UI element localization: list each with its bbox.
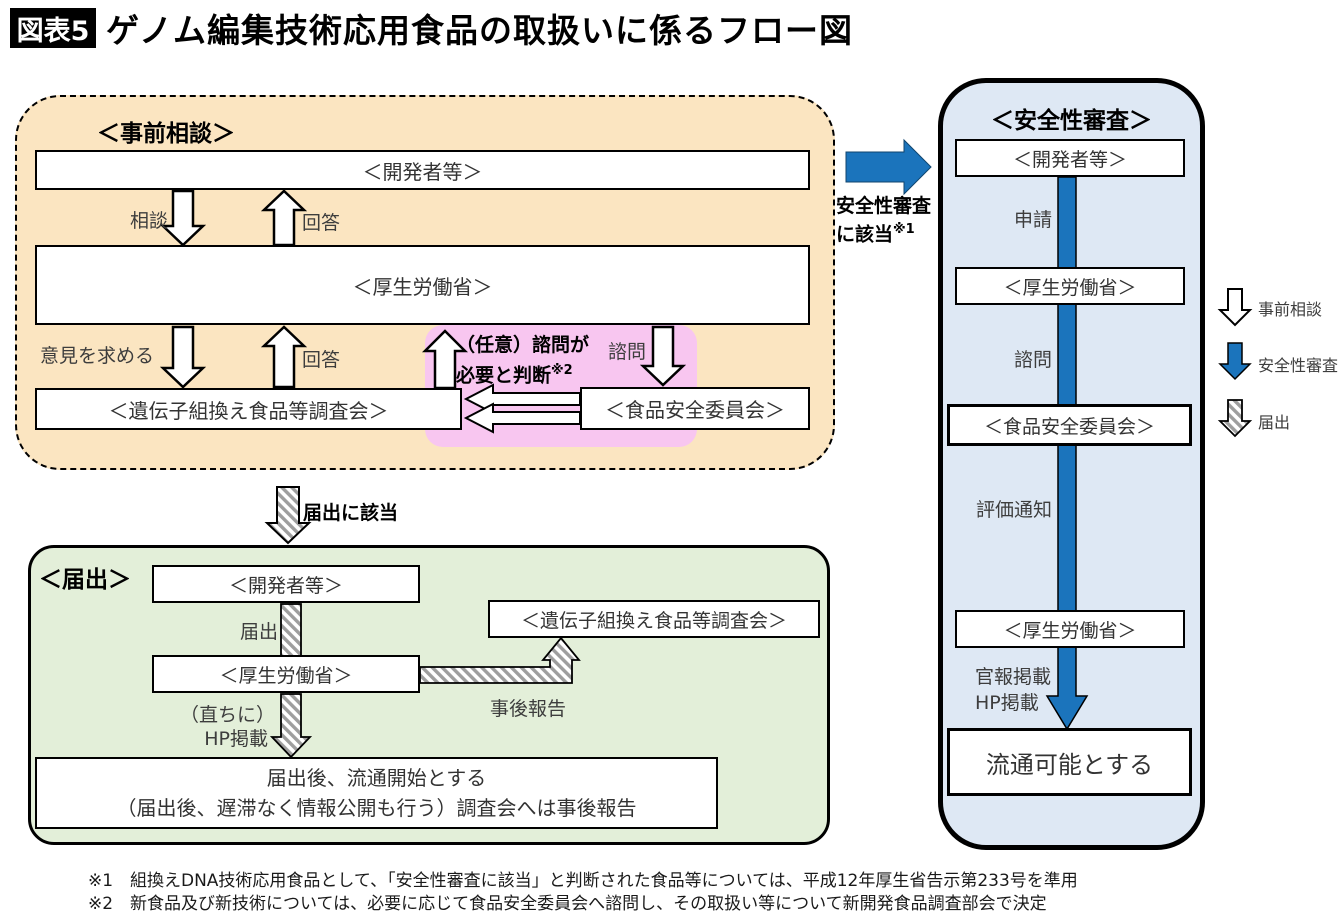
consult-down-arrow <box>159 189 207 247</box>
legend-blue-arrow-icon <box>1218 342 1252 381</box>
to-safety-right-arrow <box>845 138 932 196</box>
footnote-1: ※1 組換えDNA技術応用食品として、「安全性審査に該当」と判断された食品等につい… <box>88 866 1078 891</box>
label-gazette: 官報掲載 <box>975 666 1052 688</box>
footnote-ref-1: ※1 <box>893 222 915 237</box>
label-apply: 申請 <box>1013 209 1052 231</box>
pre-consult-council-box: ＜遺伝子組換え食品等調査会＞ <box>35 388 462 430</box>
label-eval-notice: 評価通知 <box>975 499 1052 521</box>
label-safety-shimon: 諮問 <box>1013 349 1052 371</box>
label-hp-post: HP掲載 <box>204 728 268 750</box>
header: 図表5 ゲノム編集技術応用食品の取扱いに係るフロー図 <box>0 0 1340 56</box>
page-title: ゲノム編集技術応用食品の取扱いに係るフロー図 <box>106 11 854 50</box>
legend-label-pre-consult: 事前相談 <box>1258 300 1323 319</box>
optional-line-1: （任意）諮問が <box>456 334 590 356</box>
footnote-ref-2: ※2 <box>551 363 573 378</box>
safety-flow-bar <box>1045 176 1089 731</box>
fsc-left-arrow-2 <box>463 402 581 434</box>
reply-up-arrow-2 <box>260 325 308 389</box>
shimon-down-arrow <box>639 325 687 387</box>
safety-result-box: 流通可能とする <box>947 728 1192 796</box>
legend-label-safety: 安全性審査 <box>1258 356 1339 375</box>
label-shimon: 諮問 <box>608 341 647 363</box>
label-reply-1: 回答 <box>302 212 341 234</box>
safety-developers-box: ＜開発者等＞ <box>955 139 1185 177</box>
notify-down-arrow-2 <box>269 693 313 759</box>
label-consult: 相談 <box>129 210 168 232</box>
label-reply-2: 回答 <box>302 349 341 371</box>
legend-white-arrow-icon <box>1217 288 1253 327</box>
safety-mhlw2-box: ＜厚生労働省＞ <box>955 610 1185 648</box>
optional-up-arrow <box>421 329 469 390</box>
notification-developers-box: ＜開発者等＞ <box>152 565 420 603</box>
footnote-1-mark: ※1 <box>88 871 114 891</box>
footnote-2-mark: ※2 <box>88 894 114 914</box>
notification-result-box: 届出後、流通開始とする （届出後、遅滞なく情報公開も行う）調査会へは事後報告 <box>35 757 718 829</box>
reply-up-arrow-1 <box>260 189 308 247</box>
notification-mhlw-box: ＜厚生労働省＞ <box>152 655 420 693</box>
fsc-left-arrow-1 <box>463 383 581 415</box>
optional-judgement-note: （任意）諮問が 必要と判断※2 <box>456 333 589 388</box>
footnote-2-text: 新食品及び新技術については、必要に応じて食品安全委員会へ諮問し、その取扱い等につ… <box>130 894 1047 914</box>
to-notification-label: 届出に該当 <box>303 502 399 524</box>
safety-mhlw1-box: ＜厚生労働省＞ <box>955 267 1185 305</box>
footnote-1-text: 組換えDNA技術応用食品として、「安全性審査に該当」と判断された食品等については… <box>130 871 1078 891</box>
to-notification-down-arrow <box>264 486 312 545</box>
pre-consult-mhlw-box: ＜厚生労働省＞ <box>35 245 810 325</box>
figure-tag: 図表5 <box>10 8 96 48</box>
legend-hatched-arrow-icon <box>1217 399 1253 438</box>
opinion-down-arrow <box>159 325 207 389</box>
notification-title: ＜届出＞ <box>39 567 131 593</box>
pre-consult-title: ＜事前相談＞ <box>97 121 235 147</box>
label-post-report: 事後報告 <box>490 698 567 720</box>
result-line-2: （届出後、遅滞なく情報公開も行う）調査会へは事後報告 <box>116 796 637 820</box>
result-line-1: 届出後、流通開始とする <box>266 766 487 790</box>
label-opinion: 意見を求める <box>40 345 155 367</box>
safety-review-title: ＜安全性審査＞ <box>991 108 1152 134</box>
label-notify: 届出 <box>239 621 278 643</box>
pre-consult-fsc-box: ＜食品安全委員会＞ <box>580 387 810 430</box>
legend-label-notification: 届出 <box>1258 413 1291 432</box>
post-report-elbow-arrow <box>419 636 581 684</box>
notification-council-box: ＜遺伝子組換え食品等調査会＞ <box>488 600 820 638</box>
label-hp: HP掲載 <box>975 692 1039 714</box>
notify-connector-bar <box>280 603 302 657</box>
optional-line-2: 必要と判断※2 <box>456 363 573 387</box>
to-safety-label: 安全性審査 に該当※1 <box>836 195 932 246</box>
footnote-2: ※2 新食品及び新技術については、必要に応じて食品安全委員会へ諮問し、その取扱い等… <box>88 889 1047 914</box>
pre-consult-developers-box: ＜開発者等＞ <box>35 150 810 190</box>
label-immediately: （直ちに） <box>180 704 276 726</box>
safety-fsc-box: ＜食品安全委員会＞ <box>947 404 1192 446</box>
